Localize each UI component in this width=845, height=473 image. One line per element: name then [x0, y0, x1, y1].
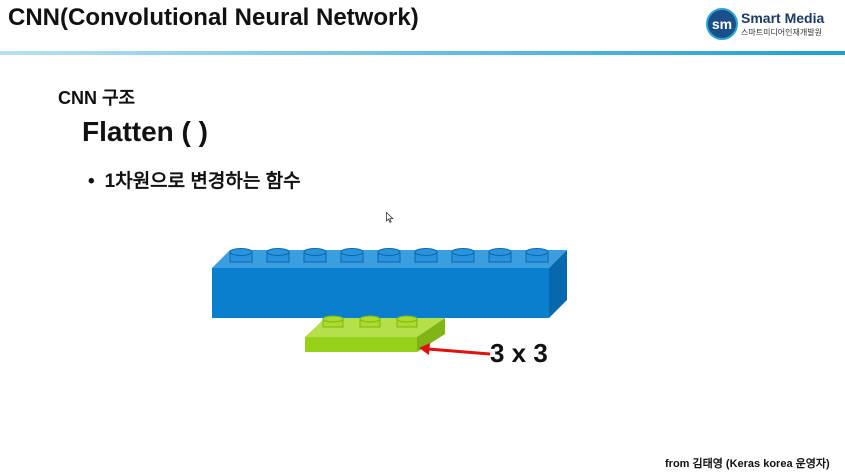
arrow-icon [418, 340, 492, 362]
svg-text:sm: sm [712, 16, 732, 32]
section-label: CNN 구조 [58, 84, 135, 110]
mouse-cursor-icon [386, 212, 394, 223]
smart-media-logo-icon: sm [706, 8, 738, 40]
heading: Flatten ( ) [82, 116, 208, 148]
smart-media-logo: sm Smart Media 스마트미디어인재개발원 [706, 6, 826, 42]
slide-title: CNN(Convolutional Neural Network) [8, 4, 419, 32]
blue-brick [212, 249, 567, 319]
bullet-text: 1차원으로 변경하는 함수 [105, 171, 301, 192]
green-brick-studs [323, 316, 417, 327]
kernel-size-label: 3 x 3 [490, 338, 548, 369]
bullet-item: • 1차원으로 변경하는 함수 [88, 166, 301, 193]
blue-brick-studs [230, 249, 548, 263]
title-divider [0, 51, 845, 55]
logo-subtitle: 스마트미디어인재개발원 [741, 27, 822, 38]
bullet-marker: • [88, 171, 95, 192]
logo-name: Smart Media [741, 10, 824, 26]
credit-text: from 김태영 (Keras korea 운영자) [665, 455, 830, 471]
